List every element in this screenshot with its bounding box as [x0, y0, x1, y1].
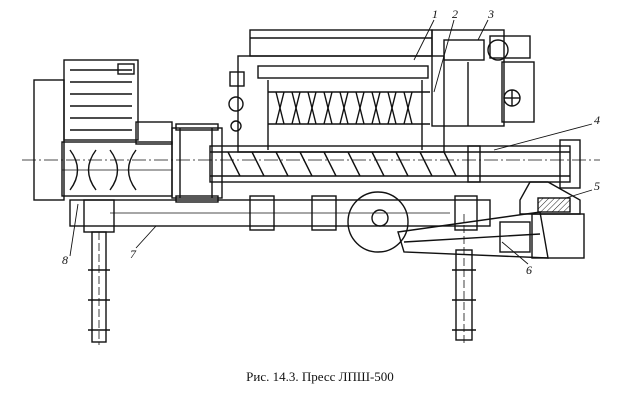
label-7: 7	[130, 247, 137, 261]
figure-caption: Рис. 14.3. Пресс ЛПШ-500	[246, 369, 394, 384]
barrel	[209, 139, 581, 189]
discharge-cone	[519, 181, 585, 259]
upper-screw	[268, 91, 430, 125]
drive-assembly-right	[431, 29, 535, 127]
support-legs	[83, 199, 476, 345]
lever-arm	[347, 191, 549, 259]
label-2: 2	[452, 7, 458, 21]
press-housing	[228, 29, 445, 153]
gearbox	[61, 121, 173, 197]
label-3: 3	[487, 7, 494, 21]
leader-lines	[69, 19, 593, 265]
label-5: 5	[594, 179, 600, 193]
shaft-coupling	[171, 123, 223, 203]
label-8: 8	[62, 253, 68, 267]
label-6: 6	[526, 263, 532, 277]
lower-frame	[69, 195, 491, 231]
label-4: 4	[594, 113, 600, 127]
electric-motor	[33, 59, 139, 201]
label-1: 1	[432, 7, 438, 21]
